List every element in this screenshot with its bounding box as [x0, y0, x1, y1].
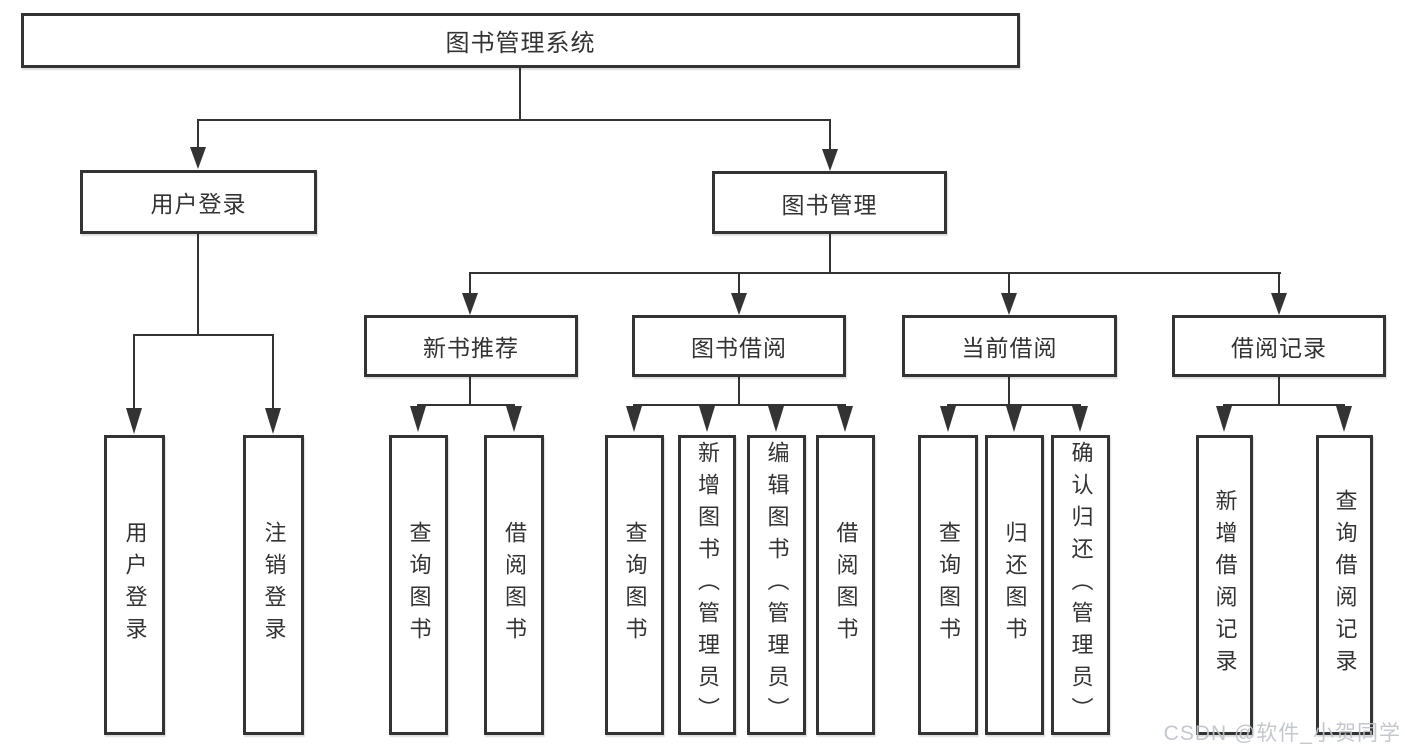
connector-book-management-drop [829, 119, 831, 150]
node-user-login: 用户登录 [80, 170, 317, 234]
connector-user-login-stem [197, 233, 199, 336]
node-library-management-system: 图书管理系统 [21, 13, 1020, 68]
connector-user-login-drop [197, 119, 199, 149]
arrowhead-query-books-recommend-icon [410, 406, 426, 432]
leaf-query-books-recommend: 查询图书 [389, 435, 448, 735]
arrowhead-borrow-books-recommend-icon [506, 406, 522, 432]
connector-group4-bar [947, 404, 1081, 406]
connector-group2-stem [469, 376, 471, 406]
connector-group1-bar [133, 334, 274, 336]
node-borrowing-records: 借阅记录 [1172, 315, 1386, 377]
leaf-logout: 注销登录 [243, 435, 304, 735]
arrowhead-add-borrow-record-icon [1216, 406, 1232, 432]
connector-group5-bar [1223, 404, 1345, 406]
leaf-add-borrow-record: 新增借阅记录 [1196, 435, 1253, 735]
arrowhead-return-books-icon [1006, 406, 1022, 432]
connector-level3-bar [469, 272, 1281, 274]
arrowhead-leaf-logout-icon [265, 408, 281, 434]
arrowhead-leaf-user-login-icon [126, 408, 142, 434]
connector-new-book-drop [469, 272, 471, 294]
leaf-add-books-admin: 新增图书（管理员） [678, 435, 736, 735]
arrowhead-current-borrowing-icon [1001, 293, 1017, 315]
arrowhead-edit-books-admin-icon [768, 406, 784, 432]
connector-level2-bar [197, 119, 831, 121]
connector-group3-bar [633, 404, 846, 406]
node-new-book-recommendation: 新书推荐 [364, 315, 578, 377]
arrowhead-add-books-admin-icon [699, 406, 715, 432]
arrowhead-book-borrowing-icon [731, 293, 747, 315]
leaf-user-login: 用户登录 [104, 435, 165, 735]
connector-group3-stem [738, 376, 740, 406]
arrowhead-user-login-icon [190, 147, 206, 169]
arrowhead-borrow-books-borrowing-icon [837, 406, 853, 432]
connector-current-borrowing-drop [1008, 272, 1010, 294]
connector-group5-stem [1278, 376, 1280, 406]
connector-book-borrowing-drop [738, 272, 740, 294]
arrowhead-new-book-recommendation-icon [462, 293, 478, 315]
leaf-confirm-return-admin: 确认归还（管理员） [1051, 435, 1110, 735]
node-book-management: 图书管理 [712, 171, 947, 234]
connector-leaf-logout-drop [272, 334, 274, 412]
connector-book-management-stem [829, 234, 831, 274]
leaf-borrow-books-borrowing: 借阅图书 [816, 435, 875, 735]
leaf-query-books-current: 查询图书 [918, 435, 978, 735]
leaf-query-books-borrowing: 查询图书 [605, 435, 664, 735]
node-current-borrowing: 当前借阅 [902, 315, 1117, 377]
connector-leaf-user-login-drop [133, 334, 135, 412]
connector-group4-stem [1008, 376, 1010, 406]
arrowhead-query-books-current-icon [940, 406, 956, 432]
leaf-edit-books-admin: 编辑图书（管理员） [747, 435, 806, 735]
leaf-query-borrow-record: 查询借阅记录 [1316, 435, 1373, 735]
arrowhead-book-management-icon [822, 149, 838, 171]
connector-root-stem [519, 68, 521, 121]
arrowhead-query-books-borrowing-icon [626, 406, 642, 432]
arrowhead-confirm-return-admin-icon [1072, 406, 1088, 432]
connector-group2-bar [417, 404, 515, 406]
leaf-borrow-books-recommend: 借阅图书 [484, 435, 544, 735]
node-book-borrowing: 图书借阅 [632, 315, 846, 377]
leaf-return-books: 归还图书 [985, 435, 1044, 735]
arrowhead-query-borrow-record-icon [1336, 406, 1352, 432]
csdn-watermark: CSDN @软件_小贺同学 [1163, 722, 1401, 745]
connector-borrowing-records-drop [1278, 272, 1280, 294]
arrowhead-borrowing-records-icon [1271, 293, 1287, 315]
